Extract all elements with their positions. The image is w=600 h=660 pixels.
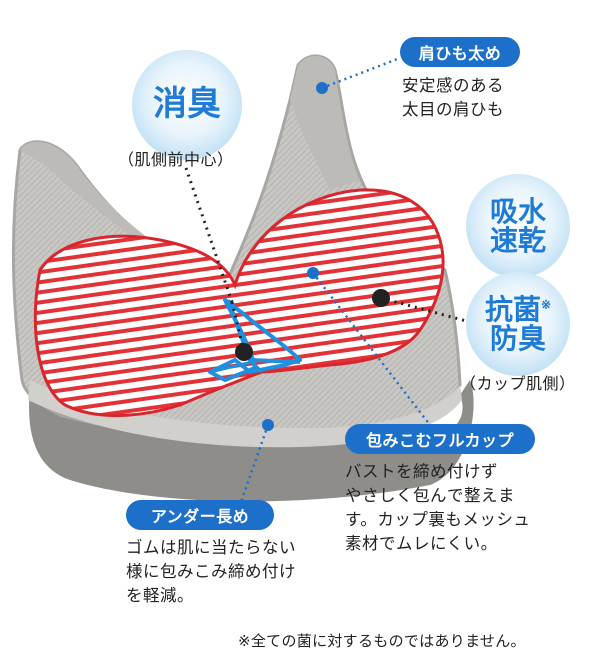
footnote: ※全ての菌に対するものではありません。 [238, 632, 526, 650]
under-leader [238, 424, 270, 506]
antibacterial-line2: 防臭 [489, 322, 546, 355]
under-marker [262, 419, 274, 431]
under-desc: ゴムは肌に当たらない 様に包みこみ締め付け を軽減。 [126, 538, 296, 605]
deodorant-marker [235, 343, 253, 361]
antibacterial-line1: 抗菌 [484, 292, 541, 326]
quick-dry-line2: 速乾 [489, 224, 546, 257]
right-strap [290, 55, 360, 191]
cup-leader [312, 272, 431, 426]
cup-outline [33, 188, 445, 417]
strap-leader [321, 56, 401, 90]
quick-dry-badge: 吸水 速乾 [466, 174, 570, 278]
deodorant-badge: 消臭 [132, 50, 242, 160]
cup-marker [307, 267, 319, 279]
strap-desc: 安定感のある 太目の肩ひも [402, 76, 504, 119]
antibacterial-leader [380, 296, 471, 324]
deodorant-badge-text: 消臭 [153, 84, 221, 125]
antibacterial-area-label: （カップ肌側） [460, 374, 576, 393]
antibacterial-line1-wrap: 抗菌※ [484, 292, 552, 326]
deodorant-leader [184, 167, 234, 303]
antibacterial-marker [372, 289, 390, 307]
back-band [29, 380, 474, 502]
under-title: アンダー長め [126, 500, 274, 530]
deodorant-area-label: （肌側前中心） [118, 150, 234, 169]
strap-marker [316, 82, 328, 94]
cup-desc: バストを締め付けず やさしく包んで整えま す。カップ裏もメッシュ 素材でムレにく… [345, 462, 531, 553]
cup-title: 包みこむフルカップ [345, 424, 535, 454]
antibacterial-mark: ※ [540, 297, 552, 312]
antibacterial-badge: 抗菌※ 防臭 [466, 272, 570, 376]
quick-dry-line1: 吸水 [489, 194, 546, 228]
strap-title: 肩ひも太め [400, 37, 520, 67]
left-strap [20, 141, 200, 270]
